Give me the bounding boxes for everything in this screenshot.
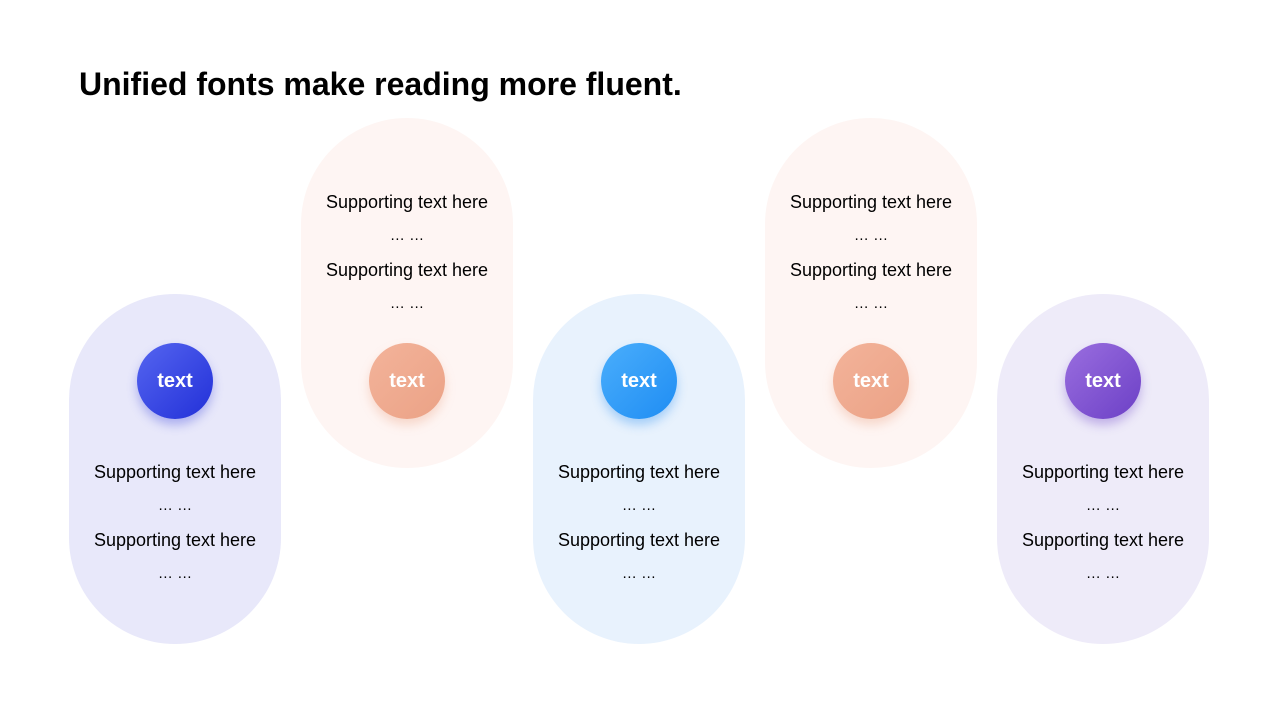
slide-title: Unified fonts make reading more fluent. (79, 66, 682, 102)
supporting-text: Supporting text here (93, 462, 257, 482)
ellipsis: … … (1085, 497, 1121, 514)
step-text-1: Supporting text here … … Supporting text… (69, 460, 281, 596)
supporting-text: Supporting text here (789, 260, 953, 280)
ellipsis: … … (621, 497, 657, 514)
step-card-1: text Supporting text here … … Supporting… (69, 294, 281, 644)
step-badge-3: text (601, 343, 677, 419)
ellipsis: … … (157, 565, 193, 582)
step-card-4: Supporting text here … … Supporting text… (765, 118, 977, 468)
step-card-2: Supporting text here … … Supporting text… (301, 118, 513, 468)
step-badge-1: text (137, 343, 213, 419)
ellipsis: … … (389, 227, 425, 244)
ellipsis: … … (1085, 565, 1121, 582)
ellipsis: … … (621, 565, 657, 582)
supporting-text: Supporting text here (789, 192, 953, 212)
step-badge-4: text (833, 343, 909, 419)
supporting-text: Supporting text here (1021, 462, 1185, 482)
step-card-3: text Supporting text here … … Supporting… (533, 294, 745, 644)
supporting-text: Supporting text here (557, 530, 721, 550)
step-card-5: text Supporting text here … … Supporting… (997, 294, 1209, 644)
step-text-4: Supporting text here … … Supporting text… (765, 190, 977, 326)
supporting-text: Supporting text here (93, 530, 257, 550)
ellipsis: … … (853, 295, 889, 312)
ellipsis: … … (157, 497, 193, 514)
step-text-3: Supporting text here … … Supporting text… (533, 460, 745, 596)
supporting-text: Supporting text here (325, 192, 489, 212)
step-text-5: Supporting text here … … Supporting text… (997, 460, 1209, 596)
step-badge-5: text (1065, 343, 1141, 419)
step-badge-2: text (369, 343, 445, 419)
ellipsis: … … (389, 295, 425, 312)
supporting-text: Supporting text here (557, 462, 721, 482)
supporting-text: Supporting text here (1021, 530, 1185, 550)
supporting-text: Supporting text here (325, 260, 489, 280)
ellipsis: … … (853, 227, 889, 244)
step-text-2: Supporting text here … … Supporting text… (301, 190, 513, 326)
